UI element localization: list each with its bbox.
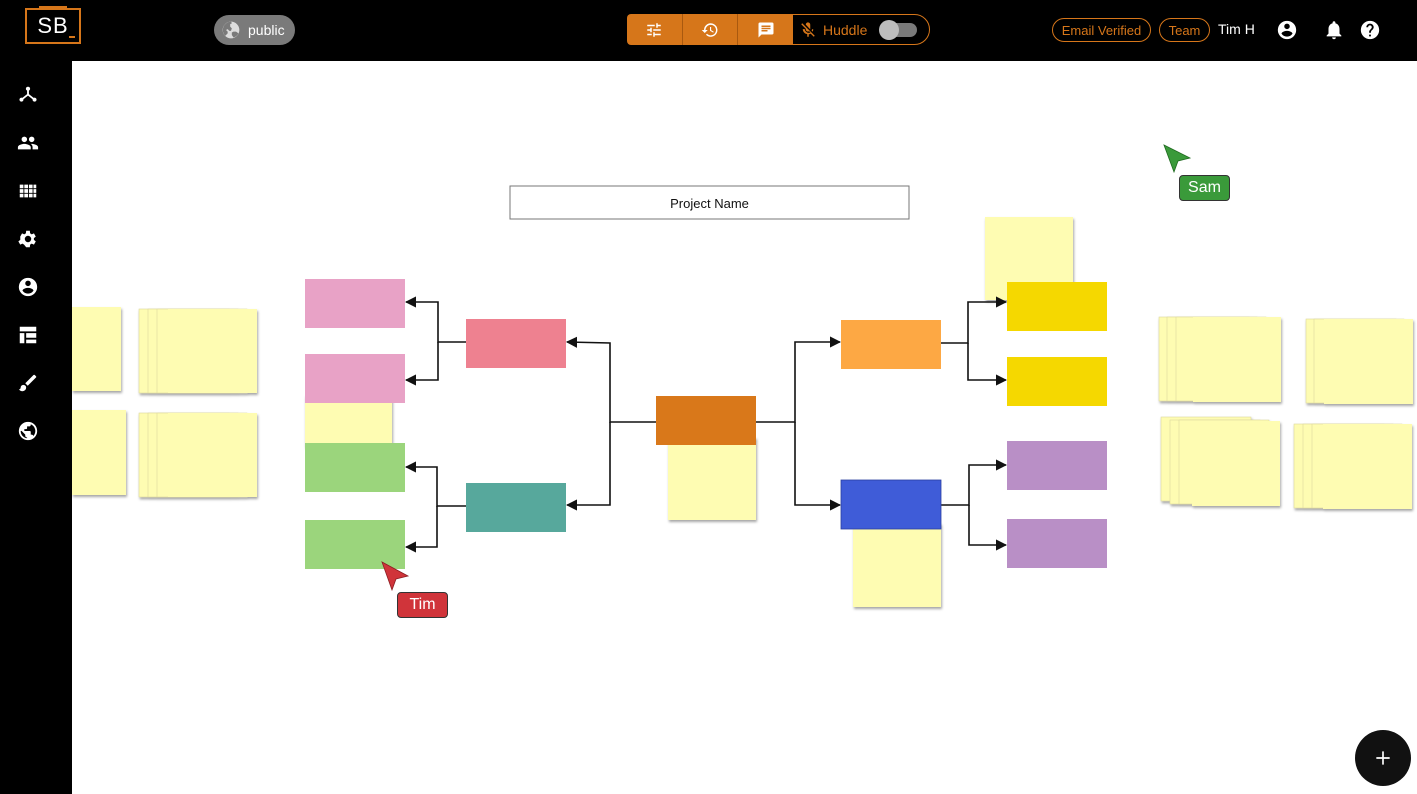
node-rose[interactable] bbox=[466, 319, 566, 368]
connector bbox=[565, 336, 656, 423]
brush-icon[interactable] bbox=[17, 372, 39, 394]
connector bbox=[404, 461, 466, 507]
sidebar bbox=[0, 61, 72, 794]
sticky-stack-right-b[interactable] bbox=[1305, 318, 1413, 404]
add-button[interactable] bbox=[1355, 730, 1411, 786]
cursor-label-tim: Tim bbox=[397, 592, 448, 618]
app-logo[interactable]: SB bbox=[25, 6, 81, 44]
sticky-stack-right-d[interactable] bbox=[1293, 423, 1412, 509]
node-orange[interactable] bbox=[841, 320, 941, 369]
connector bbox=[941, 459, 1008, 506]
project-name-text: Project Name bbox=[670, 196, 749, 211]
hierarchy-icon[interactable] bbox=[17, 84, 39, 106]
connector bbox=[967, 343, 1008, 386]
node-yellow-2[interactable] bbox=[1007, 357, 1107, 406]
center-node[interactable] bbox=[656, 396, 756, 445]
sticky-stack-left-b[interactable] bbox=[138, 308, 257, 394]
mic-off-icon[interactable] bbox=[799, 21, 817, 39]
chat-button[interactable] bbox=[738, 14, 793, 45]
history-button[interactable] bbox=[683, 14, 739, 45]
node-pink-2[interactable] bbox=[305, 354, 405, 403]
connectors bbox=[404, 296, 1008, 553]
chat-icon bbox=[758, 22, 774, 37]
connector bbox=[404, 506, 438, 553]
node-purple-1[interactable] bbox=[1007, 441, 1107, 490]
node-blue[interactable] bbox=[840, 479, 942, 530]
connector bbox=[404, 296, 466, 343]
connector bbox=[756, 336, 842, 423]
grid-apps-icon[interactable] bbox=[17, 180, 39, 202]
connector bbox=[941, 296, 1008, 344]
connector bbox=[565, 422, 611, 511]
sticky-note[interactable] bbox=[853, 523, 941, 607]
sticky-stack-right-c[interactable] bbox=[1160, 416, 1280, 506]
account-icon[interactable] bbox=[1276, 19, 1298, 41]
project-name-box[interactable]: Project Name bbox=[509, 185, 910, 220]
plus-icon bbox=[1376, 751, 1390, 765]
visibility-toggle[interactable]: public bbox=[214, 15, 295, 45]
table-layout-icon[interactable] bbox=[17, 324, 39, 346]
connector bbox=[794, 422, 842, 511]
cursor-sam bbox=[1163, 144, 1192, 174]
globe-icon[interactable] bbox=[17, 420, 39, 442]
cursor-arrow-icon bbox=[381, 561, 410, 592]
sliders-icon bbox=[647, 22, 662, 37]
node-green-1[interactable] bbox=[305, 443, 405, 492]
huddle-toggle[interactable] bbox=[879, 20, 917, 40]
node-teal[interactable] bbox=[466, 483, 566, 532]
board-toolbar bbox=[627, 14, 793, 45]
sticky-stack-left-c[interactable] bbox=[72, 410, 126, 495]
people-icon[interactable] bbox=[17, 132, 39, 154]
sticky-note[interactable] bbox=[668, 437, 756, 520]
connector bbox=[404, 342, 439, 386]
top-bar: SB public Huddle Email Verified Team Tim… bbox=[0, 0, 1417, 61]
huddle-control: Huddle bbox=[792, 14, 930, 45]
cursor-tim bbox=[381, 561, 410, 592]
notifications-icon[interactable] bbox=[1323, 19, 1345, 41]
account-icon[interactable] bbox=[17, 276, 39, 298]
email-verified-chip[interactable]: Email Verified bbox=[1052, 18, 1151, 42]
huddle-label: Huddle bbox=[823, 21, 868, 38]
sticky-stack-left-a[interactable] bbox=[72, 307, 121, 391]
sticky-note[interactable] bbox=[305, 395, 392, 447]
sticky-stack-left-d[interactable] bbox=[138, 412, 257, 498]
globe-icon bbox=[222, 21, 240, 39]
help-icon[interactable] bbox=[1359, 19, 1381, 41]
connector bbox=[968, 505, 1008, 551]
team-chip[interactable]: Team bbox=[1159, 18, 1210, 42]
logo-text: SB bbox=[37, 13, 69, 38]
sticky-stack-right-a[interactable] bbox=[1158, 316, 1281, 402]
node-pink-1[interactable] bbox=[305, 279, 405, 328]
user-name: Tim H bbox=[1218, 21, 1255, 37]
cursor-label-sam: Sam bbox=[1179, 175, 1230, 201]
node-yellow-1[interactable] bbox=[1007, 282, 1107, 331]
node-purple-2[interactable] bbox=[1007, 519, 1107, 568]
cursor-arrow-icon bbox=[1163, 144, 1192, 174]
visibility-label: public bbox=[248, 22, 285, 38]
node-green-2[interactable] bbox=[305, 520, 405, 569]
history-icon bbox=[701, 22, 718, 37]
settings-button[interactable] bbox=[627, 14, 683, 45]
gear-icon[interactable] bbox=[17, 228, 39, 250]
